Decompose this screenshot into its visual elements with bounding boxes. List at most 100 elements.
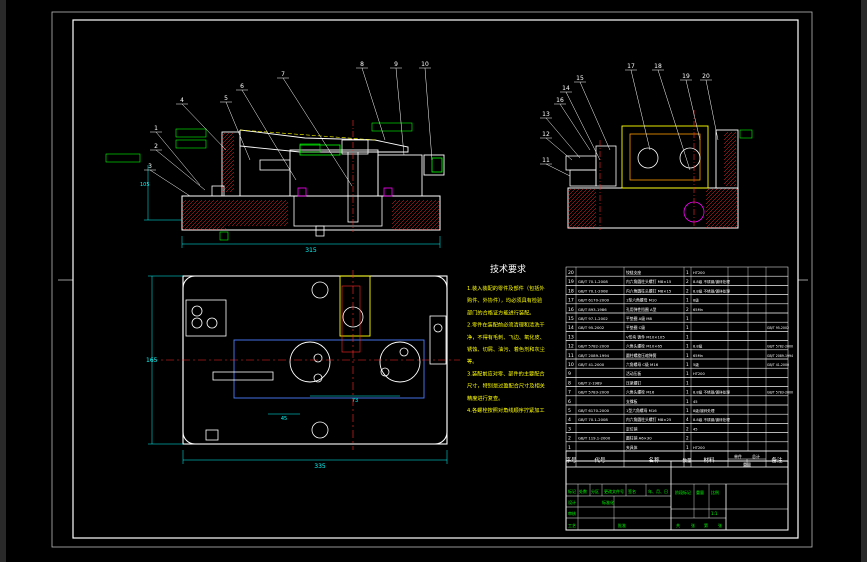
balloon-leader-14 [565, 91, 601, 161]
hatch-line [754, 188, 794, 228]
balloon-14: 14 [562, 85, 570, 92]
front-height-dim-text: 105 [140, 182, 150, 188]
balloon-leader-6 [241, 89, 297, 181]
bom-seq: 10 [568, 362, 574, 368]
hatch-line [222, 159, 234, 173]
balloon-leader-12 [545, 137, 573, 161]
bom-header-code: 代号 [594, 456, 606, 464]
hatch-line [568, 188, 589, 209]
hatch-line [222, 132, 227, 137]
side-clamp-inner [629, 133, 701, 181]
hatch-line [401, 200, 433, 230]
hatch-line [250, 132, 310, 192]
bom-code: GB/T 70.1-2008 [578, 417, 608, 422]
bom-seq: 18 [568, 288, 574, 294]
bom-code: GB/T 2-1989 [578, 380, 602, 385]
outer-border [51, 11, 813, 548]
bom-note: GB/T 5782-2000 [767, 345, 793, 349]
balloon-leader-8 [361, 67, 386, 141]
hatch-line [243, 200, 271, 226]
hatch-line [738, 132, 792, 186]
bom-qty: 1 [686, 353, 689, 358]
tb-sheet-unit: 张 [691, 522, 695, 528]
hatch-line [251, 200, 279, 226]
hatch-line [742, 132, 796, 186]
hatch-line [770, 132, 824, 186]
bom-seq: 15 [568, 316, 574, 322]
hatch-line [182, 200, 183, 201]
hinge-hatch [724, 132, 836, 186]
bom-name: 夹具体 [626, 445, 638, 450]
bom-name: 圆柱销 A6×30 [626, 436, 652, 441]
hatch-line [246, 132, 306, 192]
hatch-line [746, 188, 786, 228]
bom-qty: 1 [686, 270, 689, 275]
hatch-line [235, 200, 263, 226]
hatch-line [397, 200, 429, 230]
bom-qty: 1 [686, 445, 689, 450]
bom-name: 内六角圆柱头螺钉 M8×15 [626, 288, 672, 293]
hatch-lines [568, 188, 664, 228]
hatch-line [267, 205, 288, 226]
hatch-line [624, 188, 664, 228]
hatch-line [263, 201, 288, 226]
hatch-line [247, 200, 275, 226]
bom-name: 支撑板 [626, 399, 638, 404]
hatch-line [706, 195, 738, 228]
sheet-frame [51, 11, 813, 548]
bom-seq: 6 [568, 399, 571, 405]
plan-hole-1 [313, 353, 323, 363]
hatch-line [392, 200, 409, 217]
hatch-line [222, 163, 234, 177]
tech-requirement-line-10: 精度进行复查。 [467, 394, 503, 402]
bom-seq: 7 [568, 390, 571, 396]
balloon-leader-5 [225, 101, 251, 161]
balloon-leader-7 [282, 77, 353, 187]
plan-disc-right [379, 341, 421, 383]
bom-name: 平垫圈 A级 M8 [626, 316, 652, 321]
bom-code: GB/T 97.1-2002 [578, 316, 608, 321]
side-clamp-frame [621, 125, 709, 189]
plan-blue-frame [233, 339, 425, 399]
hatch-line [274, 132, 334, 192]
balloon-leader-2 [155, 149, 206, 191]
hatch-line [724, 159, 736, 173]
gdt-frame-3 [175, 139, 207, 149]
hatch-line [262, 132, 322, 192]
balloon-13: 13 [542, 111, 550, 118]
balloon-16: 16 [556, 97, 564, 104]
plan-disc-left [289, 341, 331, 383]
hatch-line [724, 143, 736, 157]
hatch-line [225, 183, 234, 192]
tb-standard: 标准化 [602, 499, 614, 505]
bom-note: GB/T 41-2000 [767, 363, 789, 367]
hatch-line [733, 183, 736, 186]
pin-mark [297, 187, 307, 197]
hatch-line [286, 132, 346, 192]
tb-stage-mark: 阶段标记 [675, 489, 691, 495]
hatch-line [413, 203, 440, 230]
hatch-line [222, 171, 234, 185]
hatch-line [568, 188, 569, 189]
hatch-line [271, 209, 288, 226]
hatch-line [568, 188, 585, 205]
hatch-line [393, 200, 425, 230]
bom-row-border [565, 441, 789, 452]
plan-slot-red [341, 285, 361, 353]
hatch-line [242, 132, 302, 192]
balloon-leader-13 [545, 117, 581, 159]
hatch-line [778, 132, 832, 186]
hatch-line [218, 200, 227, 209]
bom-qty: 1 [686, 325, 689, 330]
hatch-line [392, 200, 421, 229]
hatch-line [706, 191, 738, 225]
hatch-line [782, 132, 836, 186]
hatch-line [392, 200, 397, 205]
